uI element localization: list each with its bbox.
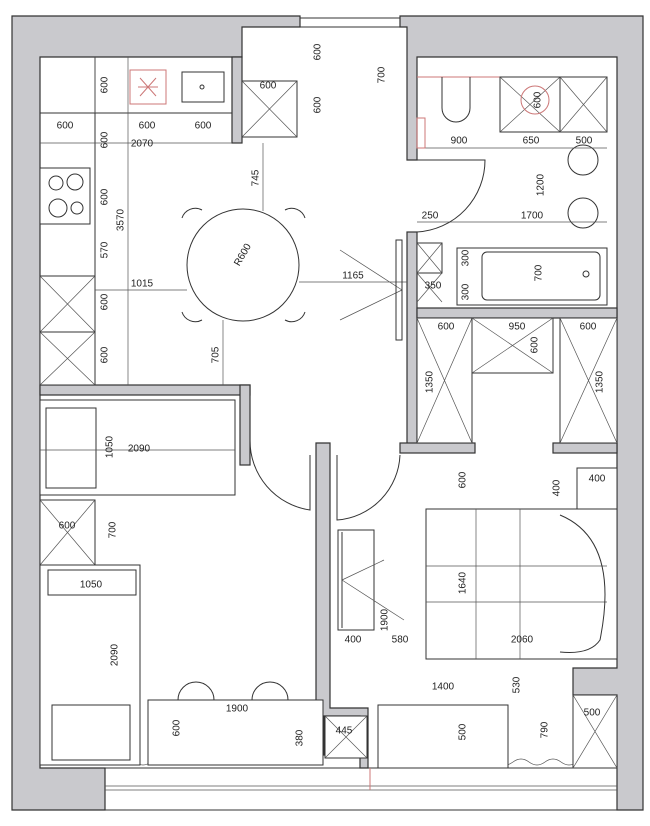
- dim-label: 570: [100, 241, 111, 258]
- living-area: [39, 399, 401, 766]
- dim-label: 600: [530, 336, 541, 353]
- dim-label: 700: [108, 521, 119, 538]
- dim-label: 1015: [131, 279, 154, 290]
- dresser: [377, 704, 509, 769]
- dim-label: 1350: [425, 370, 436, 393]
- dim-label: 600: [100, 293, 111, 310]
- dim-label: 1350: [595, 370, 606, 393]
- dim-label: 600: [313, 96, 324, 113]
- dim-label: 3570: [116, 208, 127, 231]
- living-door-swing: [249, 439, 311, 511]
- dim-label: 600: [100, 131, 111, 148]
- living-partition-h: [39, 384, 251, 396]
- dim-label: 600: [533, 91, 544, 108]
- outer-wall-right: [399, 15, 644, 811]
- dim-label: 2090: [128, 444, 151, 455]
- dim-label: 790: [540, 721, 551, 738]
- dim-label: 950: [509, 322, 526, 333]
- tv-cabinet: [337, 529, 375, 631]
- sofa-bed: [39, 399, 236, 496]
- toilet-icon: [441, 77, 471, 123]
- bedroom-door-swing: [336, 454, 401, 521]
- dim-label: 2090: [110, 643, 121, 666]
- living-partition-v: [239, 384, 251, 466]
- wardrobes: [416, 317, 618, 444]
- dim-label: 530: [512, 676, 523, 693]
- double-bed: [425, 508, 618, 660]
- dim-label: 580: [392, 635, 409, 646]
- bedroom: [337, 467, 618, 769]
- dim-label: 600: [59, 521, 76, 532]
- dim-label: 600: [100, 188, 111, 205]
- dim-label: 700: [534, 264, 545, 281]
- hob-icon: [39, 167, 91, 225]
- stove-top-icon: [129, 69, 167, 105]
- dim-label: 600: [100, 346, 111, 363]
- dim-label: 1050: [80, 580, 103, 591]
- bathroom-door-swing: [416, 159, 486, 233]
- dim-label: 1640: [458, 571, 469, 594]
- dim-label: 380: [295, 729, 306, 746]
- dim-label: 1700: [521, 211, 544, 222]
- dim-label: 2060: [511, 635, 534, 646]
- dim-label: 600: [260, 81, 277, 92]
- dim-label: 1050: [105, 435, 116, 458]
- desk: [147, 699, 324, 766]
- kitchen: [39, 57, 298, 386]
- dim-label: 2070: [131, 139, 154, 150]
- dim-label: 400: [345, 635, 362, 646]
- closet-partition: [231, 56, 243, 144]
- dim-label: 700: [377, 66, 388, 83]
- dim-label: 650: [523, 136, 540, 147]
- dim-label: 500: [576, 136, 593, 147]
- bathroom: [416, 76, 608, 306]
- dim-label: 350: [425, 281, 442, 292]
- dim-label: 1900: [226, 704, 249, 715]
- wardrobe-wall-left: [399, 442, 476, 454]
- dim-label: 600: [438, 322, 455, 333]
- dim-label: 300: [461, 249, 472, 266]
- corridor-wall: [406, 231, 418, 446]
- dim-label: 1900: [380, 608, 391, 631]
- dim-label: 745: [251, 169, 262, 186]
- dim-label: 250: [422, 211, 439, 222]
- dim-label: 400: [589, 474, 606, 485]
- dim-label: 600: [57, 121, 74, 132]
- sink-icon: [181, 71, 225, 103]
- dim-label: 600: [313, 43, 324, 60]
- dim-label: 600: [195, 121, 212, 132]
- dim-label: 600: [458, 471, 469, 488]
- dim-label: 600: [580, 322, 597, 333]
- dim-label: 1200: [536, 173, 547, 196]
- dim-label: 1400: [432, 682, 455, 693]
- dim-label: 1165: [342, 271, 364, 282]
- sink-icon: [567, 197, 599, 229]
- dim-label: 600: [172, 719, 183, 736]
- wardrobe-wall-right: [552, 442, 618, 454]
- dim-label: 900: [451, 136, 468, 147]
- dim-label: 500: [458, 723, 469, 740]
- dim-label: 445: [336, 726, 353, 737]
- dining-table: [95, 143, 407, 385]
- dim-label: 400: [552, 479, 563, 496]
- bathroom-bottom-wall: [416, 307, 618, 319]
- dim-label: 600: [139, 121, 156, 132]
- nightstand: [576, 467, 618, 510]
- dim-label: 300: [461, 283, 472, 300]
- bed: [39, 564, 141, 766]
- dim-label: 500: [584, 708, 601, 719]
- sliding-door: [395, 239, 403, 341]
- entrance-window: [299, 17, 401, 28]
- dim-label: 600: [100, 76, 111, 93]
- sink-icon: [567, 144, 599, 176]
- dim-label: 705: [211, 346, 222, 363]
